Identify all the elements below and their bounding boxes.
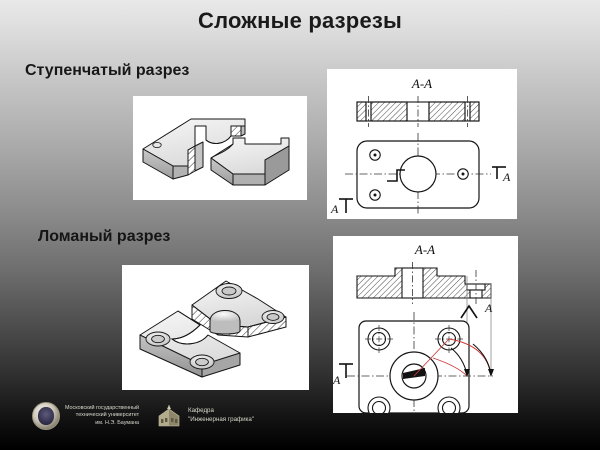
bmstu-emblem-icon <box>32 402 60 430</box>
cut-mark-label-a-left: A <box>330 202 339 216</box>
broken-section-isometric-panel <box>122 265 309 390</box>
section-heading-stepped: Ступенчатый разрез <box>25 62 190 79</box>
broken-isometric-drawing <box>139 280 287 378</box>
stepped-isometric-drawing <box>142 118 290 186</box>
section-label-broken: A-A <box>414 242 435 257</box>
cut-mark-label-a-right: A <box>502 170 511 184</box>
stepped-orthographic-drawing: A-A <box>330 76 511 216</box>
section-label-stepped: A-A <box>411 76 432 91</box>
department-logo-text: Кафедра "Инженерная графика" <box>188 407 255 423</box>
stepped-section-isometric-panel <box>133 96 307 200</box>
cut-mark-label-a-top: A <box>484 301 493 315</box>
department-logo-group: Кафедра "Инженерная графика" <box>155 404 254 428</box>
stepped-section-orthographic-panel: A-A <box>327 69 517 219</box>
cut-mark-label-a-bottom-left: A <box>333 373 341 387</box>
section-heading-broken: Ломаный разрез <box>38 228 171 245</box>
broken-orthographic-drawing: A-A <box>333 242 494 413</box>
university-logo-group: Московский государственный технический у… <box>32 402 139 430</box>
department-building-icon <box>158 405 180 427</box>
footer-logo-bar: Московский государственный технический у… <box>0 394 600 450</box>
page-title: Сложные разрезы <box>197 8 403 33</box>
university-logo-text: Московский государственный технический у… <box>65 404 140 426</box>
broken-section-orthographic-panel: A-A <box>333 236 518 413</box>
